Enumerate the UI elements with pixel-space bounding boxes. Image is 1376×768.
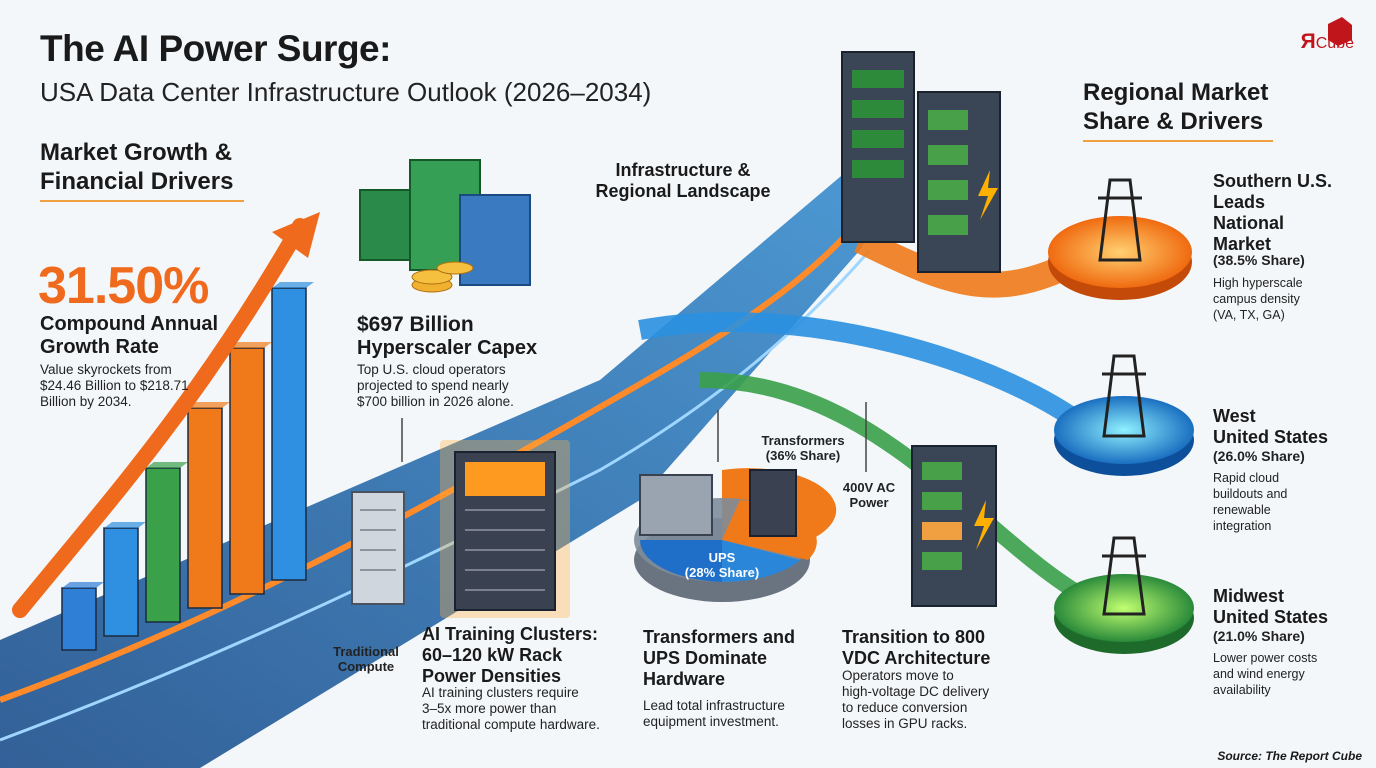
- midwest-power-hub: [1054, 536, 1194, 654]
- west-power-hub: [1054, 354, 1194, 476]
- source-credit: Source: The Report Cube: [1217, 749, 1362, 763]
- growth-bar: [229, 347, 265, 595]
- midwest-region-share: (21.0% Share): [1213, 628, 1305, 644]
- money-stack-icon: [359, 159, 531, 293]
- growth-bar-top: [230, 342, 272, 348]
- cube-logo-icon: [1328, 17, 1352, 46]
- infrastructure-heading: Infrastructure &Regional Landscape: [595, 160, 771, 201]
- south-region-share: (38.5% Share): [1213, 252, 1305, 268]
- cagr-value: 31.50%: [38, 257, 209, 315]
- growth-bar: [103, 527, 139, 637]
- vdc-rack-icon: [911, 445, 997, 607]
- ups-share-label: UPS(28% Share): [684, 550, 760, 580]
- growth-bar-top: [146, 462, 188, 468]
- growth-bar: [61, 587, 97, 651]
- ai-rack-icon: [440, 440, 570, 618]
- growth-bar-top: [104, 522, 146, 528]
- page-title: The AI Power Surge:: [40, 28, 391, 69]
- growth-arrow-icon: [272, 212, 320, 258]
- growth-bar: [187, 407, 223, 609]
- server-rack-icon: [841, 51, 1001, 273]
- cagr-description: Value skyrockets from$24.46 Billion to $…: [40, 362, 189, 409]
- market-growth-heading: Market Growth &Financial Drivers: [40, 139, 234, 195]
- divider: [1083, 140, 1273, 142]
- brand-logo: ЯCube: [1300, 30, 1354, 53]
- growth-bar-top: [272, 282, 314, 288]
- west-region-share: (26.0% Share): [1213, 448, 1305, 464]
- growth-bar-chart: [61, 282, 314, 651]
- growth-bar: [271, 287, 307, 581]
- transformers-share-label: Transformers(36% Share): [761, 433, 845, 463]
- capex-label: Hyperscaler Capex: [357, 337, 538, 359]
- capex-value: $697 Billion: [357, 313, 474, 336]
- growth-bar-top: [188, 402, 230, 408]
- divider: [40, 200, 244, 202]
- page-subtitle: USA Data Center Infrastructure Outlook (…: [40, 77, 652, 107]
- hardware-share-pie: [634, 468, 837, 602]
- traditional-compute-icon: [351, 491, 405, 605]
- south-power-hub: [1048, 178, 1192, 300]
- growth-bar-top: [62, 582, 104, 588]
- growth-bar: [145, 467, 181, 623]
